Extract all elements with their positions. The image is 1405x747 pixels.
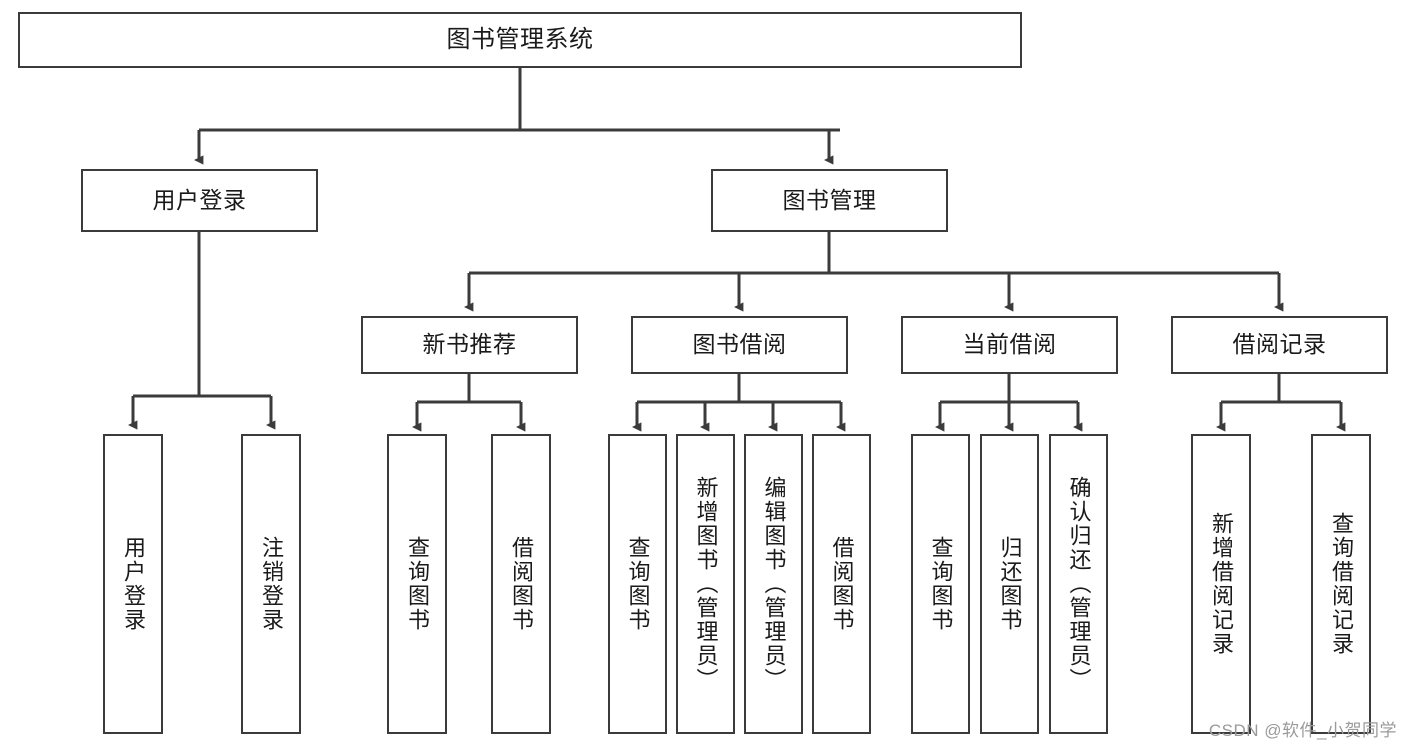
leaf-current-confirm-return-admin[interactable]: 确认归还（管理员） — [1049, 434, 1108, 734]
leaf-user-logout[interactable]: 注销登录 — [241, 434, 301, 734]
node-label: 编辑图书（管理员） — [761, 476, 787, 692]
node-new-book-recommend[interactable]: 新书推荐 — [361, 316, 578, 374]
leaf-current-return-book[interactable]: 归还图书 — [980, 434, 1039, 734]
watermark-text: CSDN @软件_小贺同学 — [1208, 721, 1397, 740]
node-root-system[interactable]: 图书管理系统 — [18, 12, 1022, 68]
node-label: 图书借阅 — [692, 331, 787, 358]
node-label: 查询图书 — [404, 536, 430, 632]
leaf-record-query-record[interactable]: 查询借阅记录 — [1311, 434, 1371, 734]
node-user-login[interactable]: 用户登录 — [81, 169, 318, 232]
node-label: 查询借阅记录 — [1328, 512, 1354, 656]
leaf-record-add-record[interactable]: 新增借阅记录 — [1191, 434, 1251, 734]
node-label: 注销登录 — [258, 536, 284, 632]
node-borrow-record[interactable]: 借阅记录 — [1171, 316, 1388, 374]
node-book-management[interactable]: 图书管理 — [711, 169, 948, 232]
node-label: 借阅图书 — [829, 536, 855, 632]
leaf-borrow-edit-book-admin[interactable]: 编辑图书（管理员） — [744, 434, 803, 734]
leaf-borrow-add-book-admin[interactable]: 新增图书（管理员） — [676, 434, 735, 734]
leaf-borrow-query-book[interactable]: 查询图书 — [608, 434, 667, 734]
leaf-recommend-query-book[interactable]: 查询图书 — [387, 434, 447, 734]
node-label: 借阅记录 — [1232, 331, 1327, 358]
node-label: 当前借阅 — [962, 331, 1057, 358]
leaf-user-login[interactable]: 用户登录 — [103, 434, 163, 734]
node-label: 新增图书（管理员） — [693, 476, 719, 692]
node-label: 借阅图书 — [508, 536, 534, 632]
node-label: 新增借阅记录 — [1208, 512, 1234, 656]
node-label: 用户登录 — [120, 536, 146, 632]
node-label: 用户登录 — [152, 186, 247, 213]
node-label: 新书推荐 — [422, 331, 517, 358]
node-label: 图书管理系统 — [446, 25, 594, 53]
node-label: 查询图书 — [625, 536, 651, 632]
node-book-borrow[interactable]: 图书借阅 — [631, 316, 848, 374]
leaf-current-query-book[interactable]: 查询图书 — [911, 434, 970, 734]
node-label: 查询图书 — [928, 536, 954, 632]
node-label: 归还图书 — [997, 536, 1023, 632]
node-current-borrow[interactable]: 当前借阅 — [901, 316, 1118, 374]
leaf-borrow-borrow-book[interactable]: 借阅图书 — [812, 434, 871, 734]
node-label: 确认归还（管理员） — [1066, 476, 1092, 692]
leaf-recommend-borrow-book[interactable]: 借阅图书 — [491, 434, 551, 734]
node-label: 图书管理 — [782, 186, 877, 213]
